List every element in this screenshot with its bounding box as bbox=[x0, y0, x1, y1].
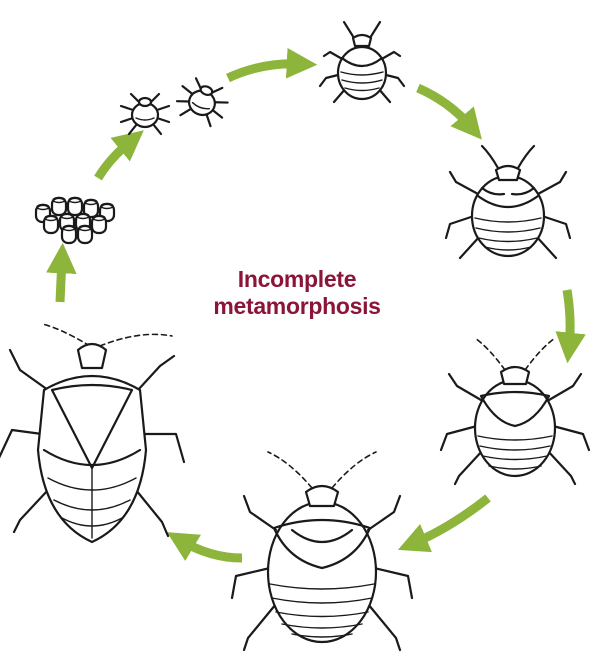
egg-cluster-icon bbox=[36, 198, 114, 244]
adult-bug-icon bbox=[0, 324, 184, 542]
arrow-nymph-2-to-nymph-3 bbox=[567, 290, 570, 348]
nymph-4-icon bbox=[232, 452, 412, 650]
arrow-nymph-1-to-nymph-2 bbox=[418, 88, 472, 128]
early-nymph-icon bbox=[121, 94, 169, 134]
diagram-title: Incomplete metamorphosis bbox=[197, 266, 397, 320]
nymph-3-icon bbox=[441, 338, 589, 484]
title-line-1: Incomplete bbox=[197, 266, 397, 293]
title-line-2: metamorphosis bbox=[197, 293, 397, 320]
arrow-adult-to-eggs bbox=[60, 258, 62, 302]
nymph-1-icon bbox=[320, 22, 404, 102]
arrow-nymph-4-to-adult bbox=[180, 540, 242, 558]
arrow-eggs-to-early-nymph bbox=[98, 140, 132, 178]
arrow-early-nymph-to-nymph-1 bbox=[228, 64, 302, 78]
early-nymph-icon bbox=[173, 75, 232, 129]
nymph-2-icon bbox=[446, 146, 570, 258]
arrow-nymph-3-to-nymph-4 bbox=[412, 498, 488, 544]
